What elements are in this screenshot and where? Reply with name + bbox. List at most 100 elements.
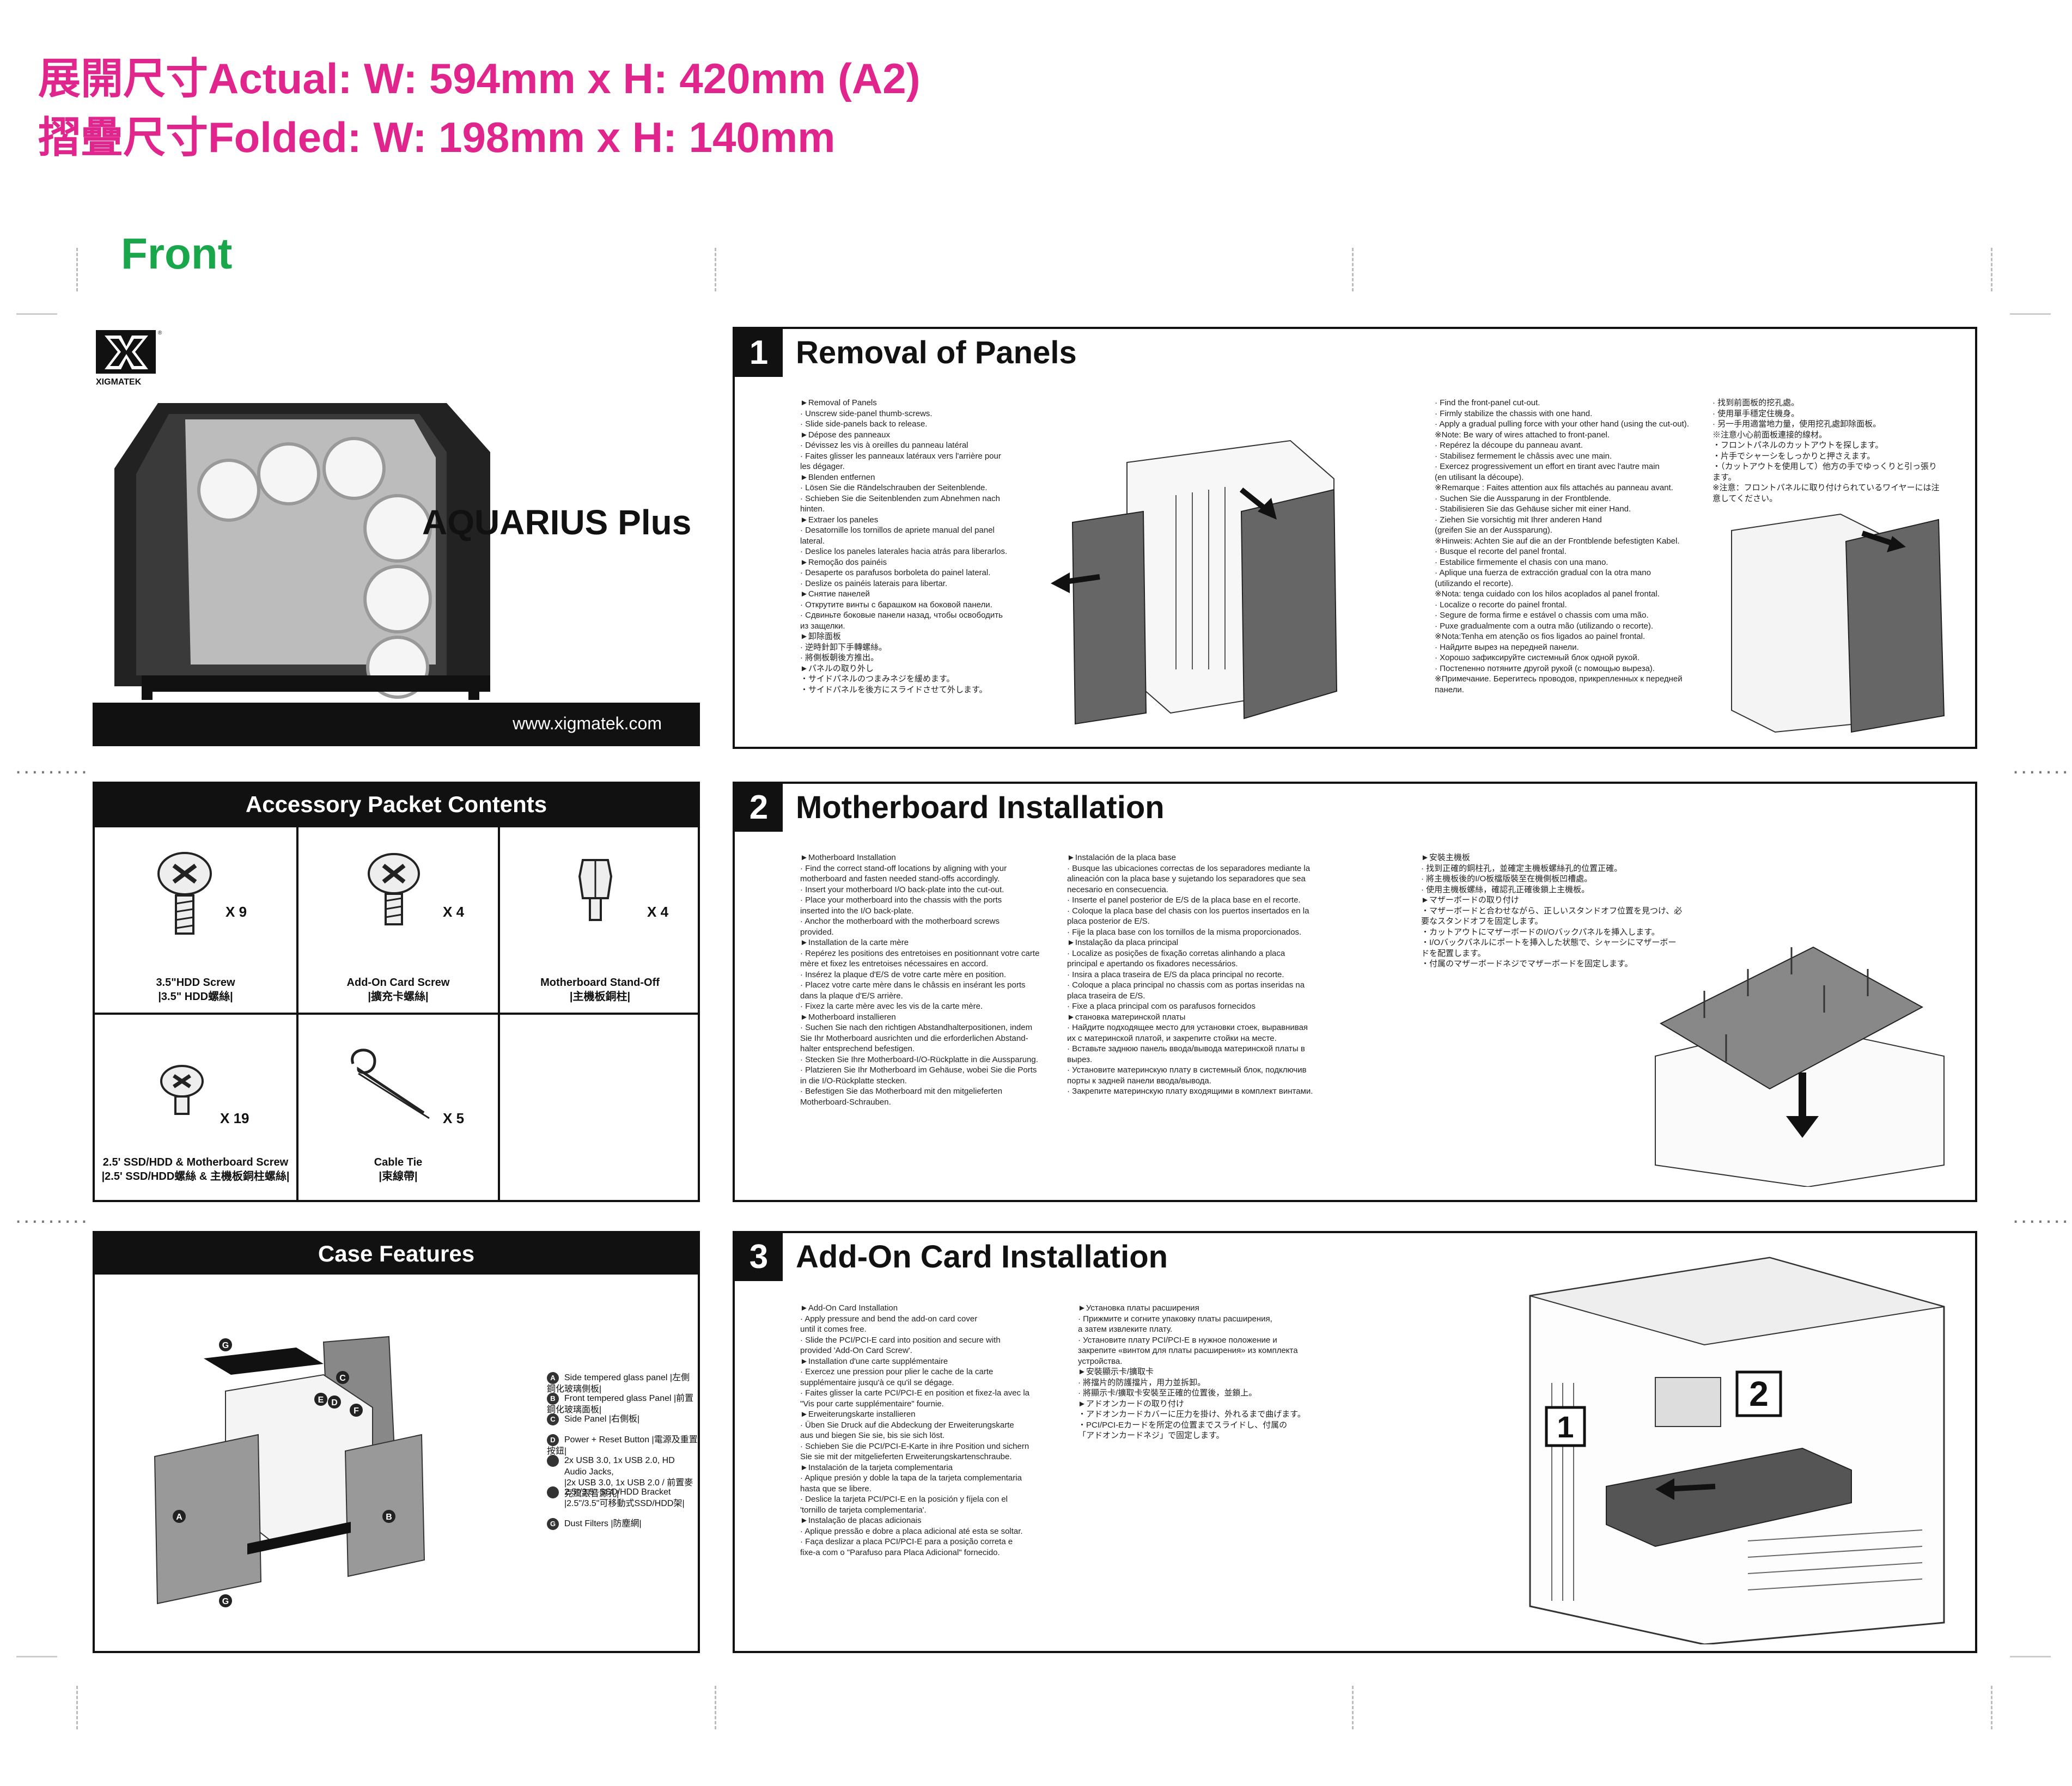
case-photo [109, 381, 496, 711]
svg-text:F: F [354, 1406, 359, 1416]
xigmatek-logo: XIGMATEK ® [94, 328, 170, 396]
item-name-cn: |擴充卡螺絲| [368, 991, 429, 1003]
front-panel-removal-diagram [1731, 513, 1945, 733]
badge: A [547, 1372, 559, 1384]
svg-text:®: ® [158, 330, 162, 336]
instructions-col3: · 找到前面板的挖孔處。 · 使用單手穩定住機身。 · 另一手用適當地力量，使用… [1713, 398, 1940, 503]
panel-removal-diagram [1051, 440, 1338, 725]
item-name-cn: |2.5' SSD/HDD螺絲 & 主機板銅柱螺絲| [101, 1171, 290, 1182]
badge: G [547, 1518, 559, 1530]
screw-icon [160, 1065, 204, 1115]
exploded-case-diagram: G C E D F A B G [154, 1336, 425, 1607]
svg-text:D: D [331, 1398, 338, 1407]
qty: X 9 [226, 904, 247, 920]
accessory-panel: Accessory Packet Contents X 9 3.5"HDD Sc… [93, 782, 700, 1202]
screw-icon [368, 853, 420, 925]
fold-mark [715, 248, 716, 291]
svg-text:A: A [176, 1513, 182, 1522]
trim-mark [16, 1656, 57, 1657]
svg-text:G: G [222, 1597, 229, 1606]
svg-text:G: G [222, 1341, 229, 1350]
svg-text:E: E [318, 1395, 324, 1405]
item-name: Motherboard Stand-Off [540, 977, 660, 989]
feature-text: Side Panel |右側板| [564, 1415, 640, 1424]
website-url: www.xigmatek.com [513, 714, 662, 733]
section-title: Removal of Panels [796, 335, 1077, 370]
accessory-card-screw: X 4 Add-On Card Screw |擴充卡螺絲| [298, 827, 498, 1013]
fold-mark [1352, 248, 1354, 291]
standoff-icon [578, 859, 613, 921]
feature-g: G Dust Filters |防塵網| [547, 1518, 642, 1530]
fold-mark [1352, 1686, 1354, 1729]
svg-text:C: C [339, 1374, 346, 1383]
section-removal-panels: 1 Removal of Panels ►Removal of Panels ·… [733, 327, 1977, 749]
feature-e: E 2x USB 3.0, 1x USB 2.0, HD Audio Jacks,… [542, 1455, 698, 1499]
item-name: Cable Tie [374, 1156, 423, 1168]
section-title: Motherboard Installation [796, 790, 1165, 825]
trim-mark [76, 248, 78, 291]
trim-mark [1991, 248, 1992, 291]
accessory-hdd-screw: X 9 3.5"HDD Screw |3.5" HDD螺絲| [95, 827, 296, 1013]
accessory-cable-tie: X 5 Cable Tie |束線帶| [298, 1015, 498, 1200]
fold-dots: ......... [2013, 754, 2072, 778]
instructions-col1: ►Add-On Card Installation · Apply pressu… [800, 1303, 1029, 1557]
feature-text: 2.5"/3.5" SSD/HDD Bracket |2.5"/3.5"可移動式… [564, 1488, 685, 1508]
badge: D [547, 1434, 559, 1446]
qty: X 19 [220, 1110, 249, 1126]
trim-mark [2010, 1656, 2051, 1657]
feature-text: Dust Filters |防塵網| [564, 1519, 642, 1529]
cover-panel: XIGMATEK ® AQUARIUS Plus www.xigmatek.co… [93, 327, 700, 749]
cable-tie-icon [351, 1049, 430, 1119]
item-name: 2.5' SSD/HDD & Motherboard Screw [102, 1156, 289, 1168]
feature-text: Side tempered glass panel |左側鋼化玻璃側板| [547, 1373, 690, 1394]
website-bar: www.xigmatek.com [93, 703, 700, 746]
step-label-1: 1 [1557, 1410, 1574, 1444]
badge: F [542, 1486, 559, 1498]
section-number: 1 [735, 329, 783, 377]
badge: B [547, 1393, 559, 1405]
fold-dots: ......... [15, 1204, 90, 1228]
trim-mark [2010, 313, 2051, 315]
size-folded: 摺疊尺寸Folded: W: 198mm x H: 140mm [38, 113, 836, 161]
instructions-col2: · Find the front-panel cut-out. · Firmly… [1435, 398, 1689, 694]
item-name: Add-On Card Screw [346, 977, 450, 989]
feature-text: Power + Reset Button |電源及重置按鈕| [547, 1435, 698, 1456]
trim-mark [16, 313, 57, 315]
badge: C [547, 1413, 559, 1425]
item-name-cn: |主機板銅柱| [569, 991, 631, 1003]
instructions-col1: ►Removal of Panels · Unscrew side-panel … [800, 398, 1008, 694]
feature-text: Front tempered glass Panel |前置鋼化玻璃面板| [547, 1394, 694, 1415]
accessory-standoff: X 4 Motherboard Stand-Off |主機板銅柱| [500, 827, 700, 1013]
svg-text:B: B [386, 1513, 392, 1522]
motherboard-diagram [1655, 946, 1945, 1187]
section-addon-card-installation: 3 Add-On Card Installation ►Add-On Card … [733, 1231, 1977, 1653]
fold-mark [715, 1686, 716, 1729]
step-label-2: 2 [1749, 1374, 1769, 1413]
feature-text: 2x USB 3.0, 1x USB 2.0, HD Audio Jacks, … [564, 1456, 693, 1498]
addon-card-diagram: 1 2 [1529, 1257, 1945, 1644]
trim-mark [76, 1686, 78, 1729]
instructions-col2: ►Установка платы расширения · Прижмите и… [1078, 1303, 1306, 1440]
fold-dots: ......... [2013, 1204, 2072, 1228]
section-number: 2 [735, 784, 783, 832]
features-title: Case Features [95, 1233, 698, 1275]
accessory-title: Accessory Packet Contents [95, 784, 698, 825]
section-title: Add-On Card Installation [796, 1239, 1168, 1275]
qty: X 4 [443, 904, 465, 920]
qty: X 5 [443, 1110, 465, 1126]
badge: E [542, 1455, 559, 1467]
product-name: AQUARIUS Plus [422, 503, 692, 542]
section-motherboard-installation: 2 Motherboard Installation ►Motherboard … [733, 782, 1977, 1202]
instructions-col3: ►安裝主機板 · 找到正確的銅柱孔，並確定主機板螺絲孔的位置正確。 · 將主機板… [1421, 853, 1683, 968]
size-actual: 展開尺寸Actual: W: 594mm x H: 420mm (A2) [38, 54, 921, 102]
screw-icon [157, 852, 212, 935]
accessory-ssd-screw: X 19 2.5' SSD/HDD & Motherboard Screw |2… [95, 1015, 296, 1200]
qty: X 4 [647, 904, 669, 920]
item-name: 3.5"HDD Screw [156, 977, 235, 989]
item-name-cn: |束線帶| [379, 1171, 418, 1182]
section-number: 3 [735, 1233, 783, 1281]
